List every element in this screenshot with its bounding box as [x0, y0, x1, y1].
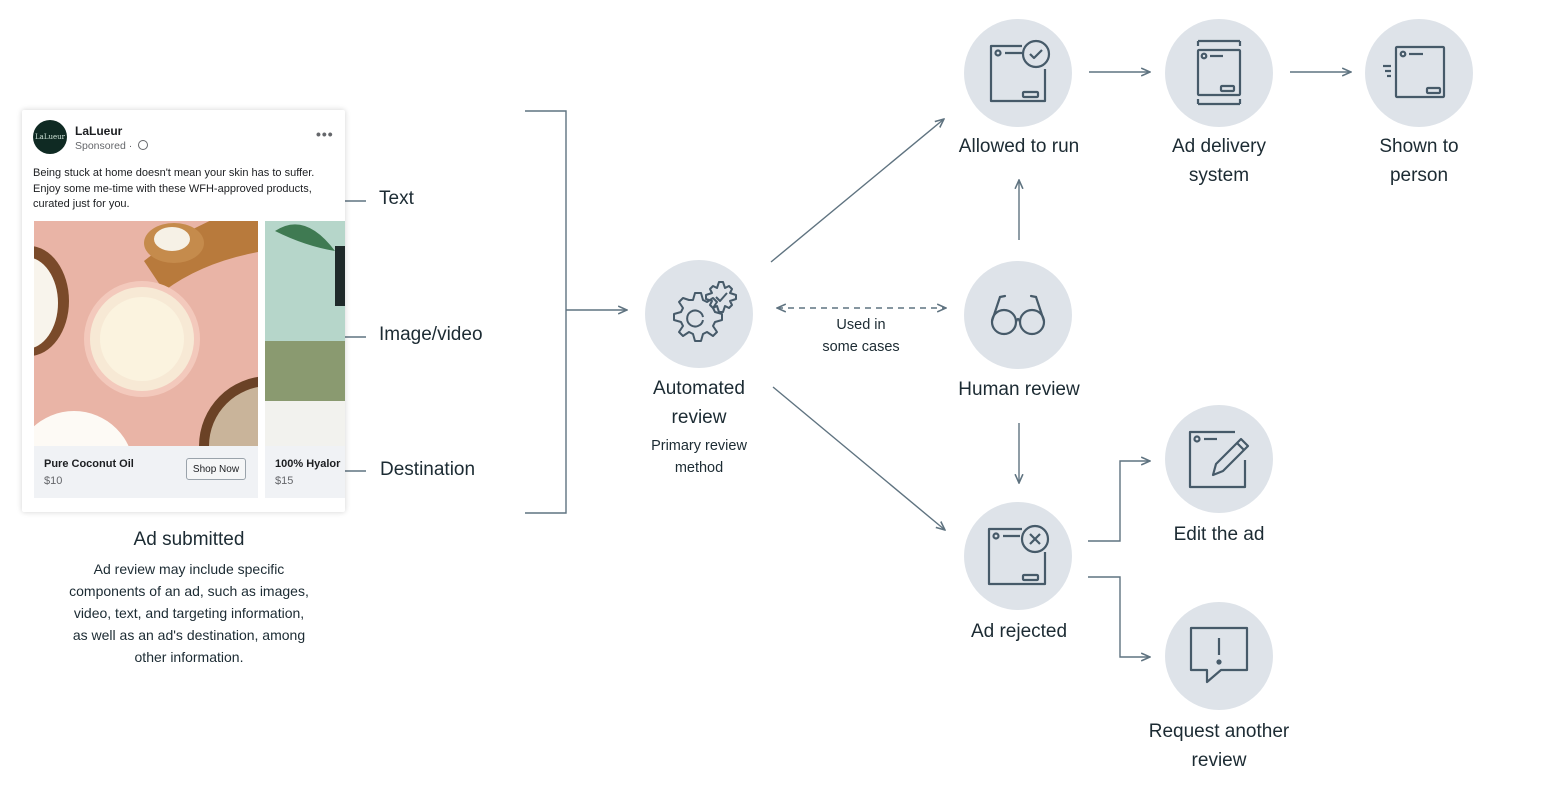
window-motion-icon	[1383, 45, 1446, 99]
server-icon	[1196, 39, 1242, 106]
window-check-icon	[989, 39, 1051, 103]
automated-to-allowed-arrow	[770, 119, 944, 263]
automated-review-node	[645, 260, 753, 368]
ad-rejected-node	[964, 502, 1072, 610]
human-review-label: Human review	[958, 379, 1080, 400]
image-callout: Image/video	[379, 324, 483, 345]
allowed-to-run-node	[964, 19, 1072, 127]
ad-rejected-label: Ad rejected	[970, 621, 1068, 642]
ad-delivery-system-node	[1165, 19, 1273, 127]
ad-preview-card: LaLueur LaLueur Sponsored · ••• Being st…	[22, 110, 345, 512]
more-options-icon[interactable]: •••	[316, 126, 334, 142]
product-name: Pure Coconut Oil	[44, 458, 134, 470]
text-callout: Text	[379, 188, 414, 209]
destination-callout: Destination	[380, 459, 476, 480]
bracket	[525, 110, 567, 514]
shown-to-person-label: Shown to person	[1379, 136, 1459, 186]
ad-body-text: Being stuck at home doesn't mean your sk…	[33, 167, 315, 210]
rejected-to-request-arrow	[1088, 576, 1150, 657]
product-card-1: Pure Coconut Oil $10 Shop Now	[34, 446, 258, 498]
speech-exclamation-icon	[1189, 626, 1249, 684]
coconut-oil-image	[34, 221, 258, 446]
request-another-review-label: Request another review	[1148, 721, 1290, 771]
product-name: 100% Hyalor	[275, 458, 341, 470]
edit-the-ad-node	[1165, 405, 1273, 513]
request-another-review-node	[1165, 602, 1273, 710]
automated-review-label: Automated review	[653, 378, 745, 428]
rejected-to-edit-arrow	[1088, 461, 1150, 542]
hyaluronic-product-image	[265, 221, 345, 446]
brand-name: LaLueur	[75, 124, 123, 138]
brand-logo: LaLueur	[33, 120, 67, 154]
window-x-icon	[987, 524, 1050, 586]
edit-the-ad-label: Edit the ad	[1173, 524, 1265, 545]
automated-review-sublabel: Primary review method	[651, 438, 747, 476]
shown-to-person-node	[1365, 19, 1473, 127]
sponsored-label: Sponsored ·	[75, 140, 149, 152]
ad-submitted-description: Ad review may include specific component…	[69, 561, 309, 665]
shop-now-button[interactable]: Shop Now	[186, 458, 246, 480]
used-in-some-cases-label: Used in some cases	[822, 317, 900, 355]
product-card-2: 100% Hyalor $15	[265, 446, 345, 498]
product-price: $10	[44, 475, 63, 487]
automated-to-rejected-arrow	[772, 386, 945, 530]
globe-icon	[138, 140, 149, 150]
gears-icon	[673, 281, 737, 342]
ad-submitted-title: Ad submitted	[133, 529, 245, 550]
ad-delivery-system-label: Ad delivery system	[1172, 136, 1266, 186]
allowed-to-run-label: Allowed to run	[958, 136, 1080, 157]
product-price: $15	[275, 475, 294, 487]
human-review-node	[964, 261, 1072, 369]
glasses-icon	[990, 294, 1046, 336]
edit-icon	[1188, 430, 1250, 489]
